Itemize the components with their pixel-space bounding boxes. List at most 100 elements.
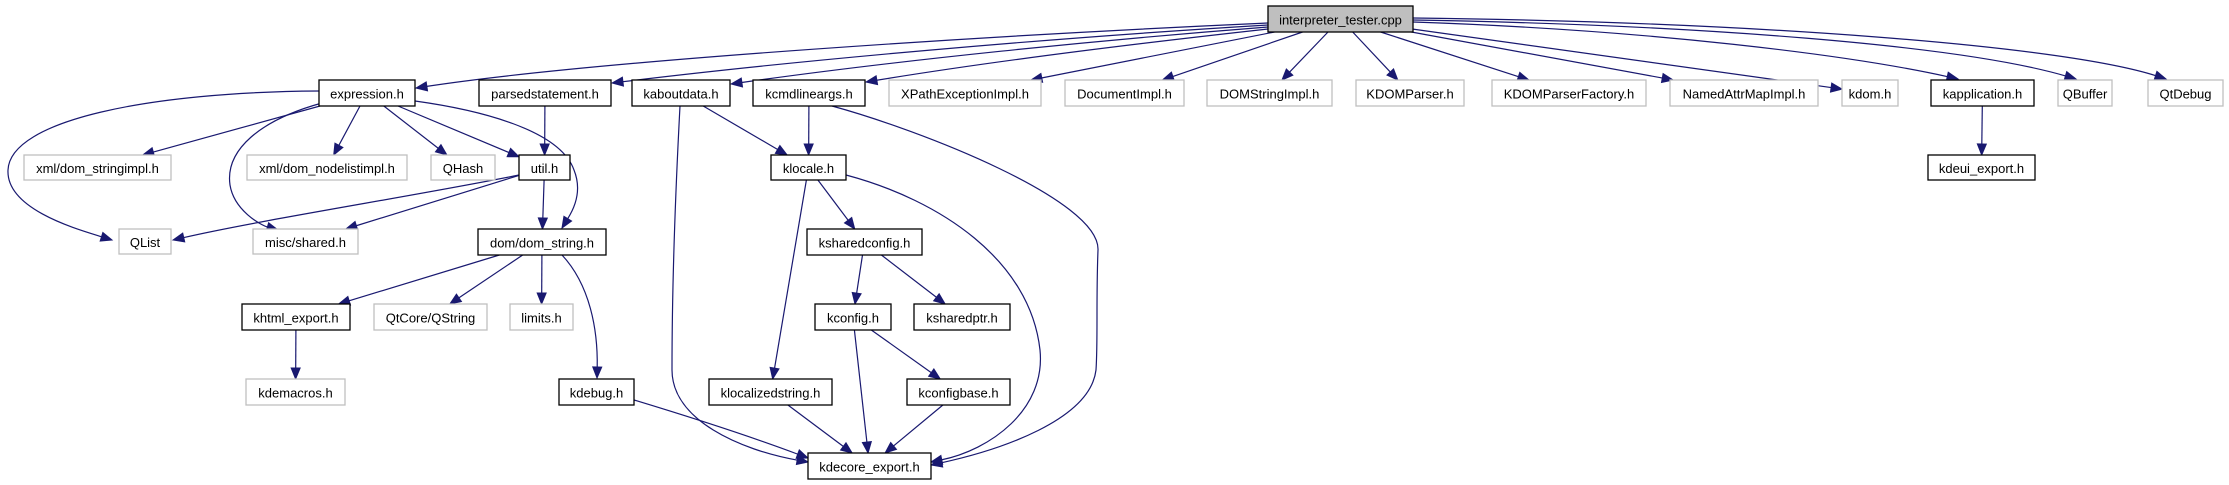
node-box [888, 79, 1042, 107]
edge-dom_dom_string_h-to-limits_h [536, 254, 547, 306]
node-xpathexceptionimpl-h: XPathExceptionImpl.h [888, 79, 1042, 107]
node-khtml-export-h[interactable]: khtml_export.h [241, 303, 351, 331]
node-kconfigbase-h[interactable]: kconfigbase.h [906, 378, 1011, 406]
node-kdemacros-h: kdemacros.h [245, 378, 346, 406]
node-kconfig-h[interactable]: kconfig.h [814, 303, 892, 331]
arrowhead-icon [864, 74, 879, 86]
node-namedattrmapimpl-h: NamedAttrMapImpl.h [1669, 79, 1819, 107]
node-domstringimpl-h: DOMStringImpl.h [1206, 79, 1333, 107]
node-klocale-h[interactable]: klocale.h [770, 154, 847, 181]
edge-line [1040, 31, 1275, 79]
edge-line [787, 404, 845, 448]
node-box [518, 154, 571, 181]
node-label: kconfig.h [827, 311, 879, 326]
edge-util_h-to-QList [171, 174, 520, 243]
edge-expression_h-to-xml_dom_nodelistimpl_h [333, 105, 361, 157]
edge-line [817, 179, 850, 222]
arrowhead-icon [851, 291, 862, 306]
edge-line [1981, 105, 1983, 146]
node-parsedstatement-h[interactable]: parsedstatement.h [478, 79, 612, 107]
node-box [1491, 79, 1647, 107]
edge-ksharedconfig_h-to-kconfig_h [851, 254, 864, 306]
node-box [708, 378, 833, 406]
node-box [118, 228, 172, 255]
edge-line [457, 254, 524, 299]
edge-line [228, 102, 323, 228]
node-qbuffer: QBuffer [2057, 79, 2113, 107]
edge-line [1412, 28, 1833, 89]
node-util-h[interactable]: util.h [518, 154, 571, 181]
edge-kcmdlineargs_h-to-kdecore_export_h [831, 105, 1099, 468]
node-label: KDOMParserFactory.h [1504, 87, 1635, 102]
node-label: kaboutdata.h [643, 87, 718, 102]
node-box [2147, 79, 2224, 107]
node-kapplication-h[interactable]: kapplication.h [1930, 79, 2035, 107]
edge-line [671, 105, 799, 461]
arrowhead-icon [803, 143, 814, 157]
node-misc-shared-h: misc/shared.h [252, 228, 359, 255]
node-label: QBuffer [2063, 87, 2108, 102]
node-kdecore-export-h[interactable]: kdecore_export.h [807, 452, 932, 480]
arrowhead-icon [1976, 143, 1988, 157]
edge-expression_h-to-xml_dom_stringimpl_h [141, 105, 321, 157]
node-box [558, 378, 635, 406]
node-label: kdebug.h [570, 386, 624, 401]
arrowhead-icon [448, 293, 463, 305]
edge-interpreter_tester_cpp-to-DocumentImpl_h [1161, 31, 1303, 82]
node-label: QtDebug [2159, 87, 2211, 102]
node-box [1927, 154, 2036, 181]
node-qhash: QHash [430, 154, 496, 181]
edge-interpreter_tester_cpp-to-NamedAttrMapImpl_h [1411, 31, 1675, 84]
arrowhead-icon [537, 217, 549, 231]
node-label: parsedstatement.h [491, 87, 599, 102]
node-box [1267, 5, 1414, 33]
edge-line [702, 105, 779, 151]
node-box [752, 79, 866, 107]
node-label: kdecore_export.h [819, 460, 919, 475]
node-box [1206, 79, 1333, 107]
node-xml-dom-nodelistimpl-h: xml/dom_nodelistimpl.h [246, 154, 408, 181]
node-ksharedconfig-h[interactable]: ksharedconfig.h [806, 228, 923, 256]
edge-line [870, 329, 933, 374]
edge-line [425, 22, 1269, 88]
node-label: NamedAttrMapImpl.h [1683, 87, 1806, 102]
node-box [252, 228, 359, 255]
edge-util_h-to-misc_shared_h [344, 174, 520, 231]
node-box [318, 79, 416, 107]
node-label: ksharedconfig.h [819, 236, 911, 251]
edge-interpreter_tester_cpp-to-kdom_h [1412, 28, 1844, 93]
node-expression-h[interactable]: expression.h [318, 79, 416, 107]
node-label: XPathExceptionImpl.h [901, 87, 1029, 102]
arrowhead-icon [839, 441, 854, 454]
node-klocalizedstring-h[interactable]: klocalizedstring.h [708, 378, 833, 406]
arrowhead-icon [591, 366, 603, 380]
node-label: KDOMParser.h [1366, 87, 1453, 102]
edge-dom_dom_string_h-to-QtCore_QString [448, 254, 524, 305]
arrowhead-icon [434, 143, 448, 156]
node-kcmdlineargs-h[interactable]: kcmdlineargs.h [752, 79, 866, 107]
edge-expression_h-to-QList [7, 90, 320, 242]
node-kdeui-export-h[interactable]: kdeui_export.h [1927, 154, 2036, 181]
node-limits-h: limits.h [509, 303, 574, 331]
node-interpreter-tester-cpp[interactable]: interpreter_tester.cpp [1267, 5, 1414, 33]
edge-expression_h-to-util_h [397, 105, 521, 158]
edge-ksharedconfig_h-to-ksharedptr_h [881, 254, 947, 305]
edge-interpreter_tester_cpp-to-parsedstatement_h [610, 24, 1269, 87]
node-kaboutdata-h[interactable]: kaboutdata.h [631, 79, 731, 107]
edge-line [1412, 17, 2157, 77]
arrowhead-icon [1386, 68, 1399, 81]
node-kdebug-h[interactable]: kdebug.h [558, 378, 635, 406]
edge-line [383, 105, 440, 150]
arrowhead-icon [1281, 68, 1294, 81]
node-qtdebug: QtDebug [2147, 79, 2224, 107]
edge-line [1171, 31, 1303, 78]
edges-layer [7, 17, 2168, 468]
node-dom-dom-string-h[interactable]: dom/dom_string.h [477, 228, 607, 256]
node-label: klocale.h [783, 161, 834, 176]
edge-line [1412, 19, 2067, 77]
node-qlist: QList [118, 228, 172, 255]
node-kdomparserfactory-h: KDOMParserFactory.h [1491, 79, 1647, 107]
node-ksharedptr-h[interactable]: ksharedptr.h [913, 303, 1011, 331]
node-box [1841, 79, 1899, 107]
